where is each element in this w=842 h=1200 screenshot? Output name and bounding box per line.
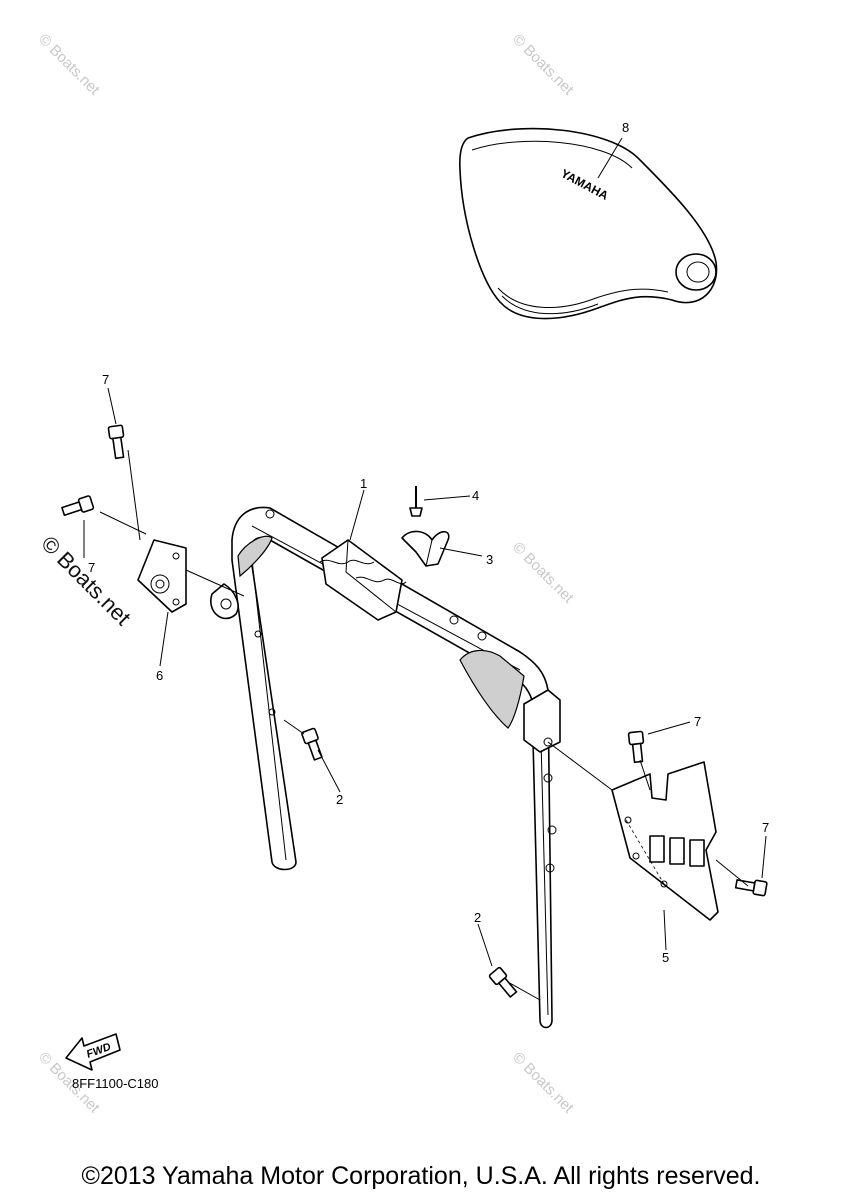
watermark-dark: © Boats.net — [36, 531, 135, 630]
callout-number: 7 — [102, 372, 109, 387]
watermark: © Boats.net — [509, 539, 577, 607]
callout-group: 1 2 2 3 4 5 6 7 7 7 7 8 — [88, 120, 769, 965]
watermark: © Boats.net — [509, 1049, 577, 1117]
bracket-plate-part — [137, 539, 239, 620]
rear-plate-part — [611, 761, 719, 921]
callout-number: 3 — [486, 552, 493, 567]
callout-number: 8 — [622, 120, 629, 135]
handle-pole-part — [231, 506, 561, 1029]
callout-number: 7 — [88, 560, 95, 575]
callout-number: 4 — [472, 488, 479, 503]
diagram-reference-code: 8FF1100-C180 — [72, 1076, 158, 1091]
callout-number: 6 — [156, 668, 163, 683]
seat-cover-part: YAMAHA — [459, 127, 718, 320]
callout-number: 2 — [474, 910, 481, 925]
clip-part — [401, 530, 450, 567]
callout-number: 5 — [662, 950, 669, 965]
rivet-part — [409, 486, 423, 517]
callout-number: 7 — [694, 714, 701, 729]
callout-number: 1 — [360, 476, 367, 491]
bolt-part — [61, 424, 768, 998]
leader-lines — [83, 137, 767, 1001]
copyright-notice: ©2013 Yamaha Motor Corporation, U.S.A. A… — [81, 1162, 761, 1190]
callout-number: 2 — [336, 792, 343, 807]
callout-number: 7 — [762, 820, 769, 835]
watermark: © Boats.net — [35, 31, 103, 99]
watermark: © Boats.net — [509, 31, 577, 99]
fwd-arrow-icon: FWD — [65, 1033, 121, 1071]
